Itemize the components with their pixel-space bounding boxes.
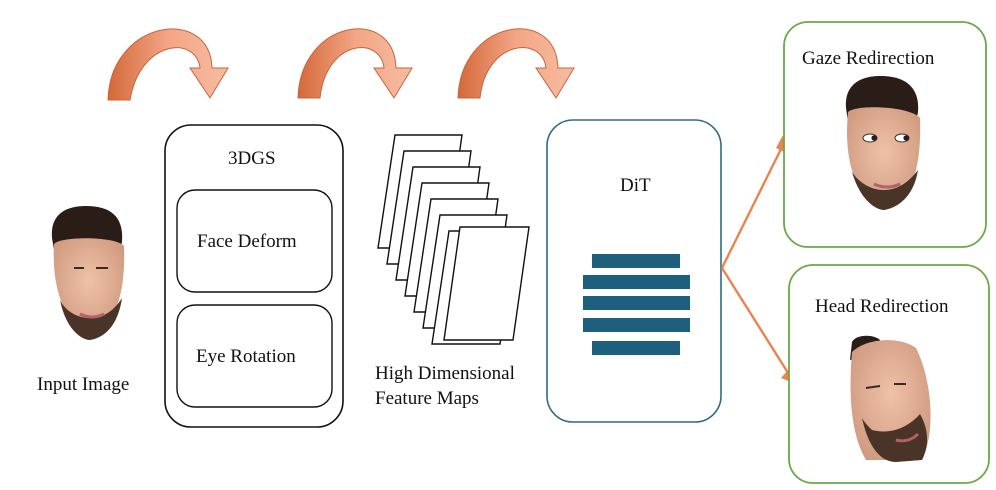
gaze-redirection-label: Gaze Redirection [802,48,935,69]
face-deform-label: Face Deform [197,231,297,252]
curved-arrow-1 [107,28,229,101]
face-deform-module [176,189,333,293]
eye-rotation-label: Eye Rotation [196,346,296,367]
gs3d-title: 3DGS [228,148,276,169]
input-image-label: Input Image [37,374,130,395]
feature-maps-label-line2: Feature Maps [375,388,479,409]
dit-transformer-blocks [583,254,690,355]
dit-container [546,119,722,423]
head-face-image [850,335,931,462]
eye-rotation-module [176,304,333,408]
dit-title: DiT [620,175,651,196]
head-redirection-label: Head Redirection [815,296,949,317]
feature-map-stack [377,134,530,345]
curved-arrow-3 [457,28,575,99]
input-face-image [51,206,125,340]
feature-maps-label-line1: High Dimensional [375,363,515,384]
output-arrows [720,144,792,377]
gaze-face-image [845,76,921,210]
curved-arrow-2 [297,28,413,99]
